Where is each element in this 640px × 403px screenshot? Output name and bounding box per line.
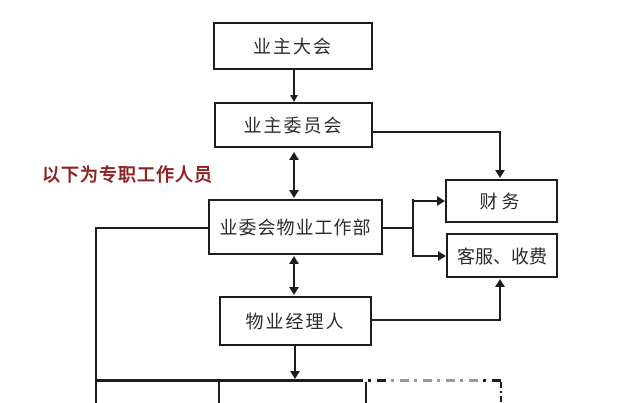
node-property-manager: 物业经理人 <box>219 296 372 346</box>
node-owners-assembly-label: 业主大会 <box>253 37 333 57</box>
bottom-box-edge-2 <box>218 381 220 403</box>
connector-assembly-committee-arrowhead <box>290 95 298 102</box>
connector-committee-finance-arrowhead <box>495 170 505 178</box>
connector-branch-finance-hline <box>413 200 438 202</box>
connector-committee-dept-arrowhead-up <box>289 152 299 160</box>
connector-branch-service-arrowhead <box>438 251 446 261</box>
connector-manager-bottom-line <box>294 346 296 372</box>
node-customer-service: 客服、收费 <box>446 233 558 278</box>
connector-committee-finance-hline <box>373 131 501 133</box>
watermark-smudge <box>386 371 478 393</box>
bottom-rail-dashed-vline <box>500 382 502 403</box>
connector-branch-vline <box>412 199 414 257</box>
connector-manager-service-arrowhead <box>495 279 505 287</box>
connector-dept-branch-hline <box>383 227 414 229</box>
connector-committee-finance-vline <box>499 131 501 171</box>
bottom-rail-solid-line <box>95 379 354 382</box>
connector-manager-service-vline <box>499 286 501 321</box>
bottom-box-edge-1 <box>95 382 97 403</box>
connector-dept-manager-line <box>293 263 295 289</box>
node-finance-label: 财务 <box>479 192 524 212</box>
node-committee-property-dept-label: 业委会物业工作部 <box>219 218 372 238</box>
connector-dept-left-hline <box>95 227 208 229</box>
connector-left-vline <box>95 227 97 381</box>
node-owners-committee-label: 业主委员会 <box>243 116 344 136</box>
node-customer-service-label: 客服、收费 <box>457 246 547 267</box>
node-owners-assembly: 业主大会 <box>213 22 373 70</box>
connector-committee-dept-line <box>293 159 295 191</box>
connector-branch-finance-arrowhead <box>437 196 445 206</box>
connector-dept-manager-arrowhead-down <box>289 287 299 295</box>
node-committee-property-dept: 业委会物业工作部 <box>208 199 383 255</box>
connector-manager-service-hline <box>372 319 501 321</box>
bottom-box-edge-3 <box>365 382 367 403</box>
connector-branch-service-hline <box>413 255 438 257</box>
connector-manager-bottom-arrowhead <box>290 371 300 379</box>
node-finance: 财务 <box>445 179 558 223</box>
connector-committee-dept-arrowhead-down <box>289 190 299 198</box>
node-property-manager-label: 物业经理人 <box>245 312 346 332</box>
connector-assembly-committee-line <box>293 70 295 98</box>
staff-note: 以下为专职工作人员 <box>42 165 213 185</box>
connector-dept-manager-arrowhead-up <box>289 256 299 264</box>
node-owners-committee: 业主委员会 <box>214 102 373 148</box>
